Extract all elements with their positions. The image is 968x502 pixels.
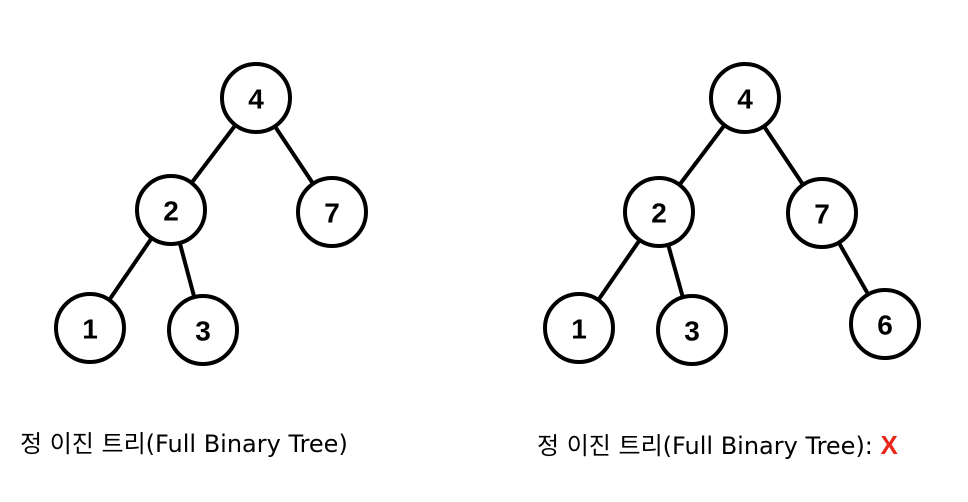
tree-edge [762, 125, 805, 186]
tree-node-label: 4 [248, 84, 264, 115]
tree-node-label: 2 [163, 196, 179, 227]
tree-node-label: 7 [324, 198, 340, 229]
tree-edge [596, 238, 642, 302]
tree-node-label: 3 [195, 316, 211, 347]
tree-node-1 [543, 292, 615, 364]
tree-node-3 [167, 294, 239, 366]
tree-node-label: 3 [684, 316, 700, 347]
tree-edge [177, 242, 197, 298]
tree-edge [107, 236, 154, 302]
tree-edge [837, 241, 870, 296]
tree-node-3 [656, 294, 728, 366]
tree-node-label: 1 [571, 314, 587, 345]
tree-node-4 [709, 62, 781, 134]
tree-node-6 [849, 288, 921, 360]
tree-node-4 [220, 62, 292, 134]
not-full-mark: X [880, 430, 898, 460]
tree-node-label: 7 [814, 199, 830, 230]
caption-left-tree: 정 이진 트리(Full Binary Tree) [20, 424, 348, 459]
tree-node-label: 2 [651, 198, 667, 229]
tree-node-1 [54, 292, 126, 364]
caption-right-text: 정 이진 트리(Full Binary Tree): [537, 432, 881, 460]
caption-right-tree: 정 이진 트리(Full Binary Tree): X [537, 426, 898, 461]
tree-edge [189, 123, 238, 185]
tree-node-7 [296, 176, 368, 248]
tree-node-label: 1 [82, 314, 98, 345]
tree-node-2 [135, 174, 207, 246]
tree-node-2 [623, 176, 695, 248]
full-binary-tree: 4 2 7 1 3 [54, 62, 368, 366]
tree-edge [273, 125, 315, 185]
tree-edge [677, 123, 727, 187]
tree-edge [666, 244, 685, 298]
tree-node-label: 4 [737, 84, 753, 115]
tree-node-label: 6 [877, 310, 893, 341]
tree-node-7 [786, 177, 858, 249]
caption-left-text: 정 이진 트리(Full Binary Tree) [20, 430, 348, 458]
non-full-binary-tree: 4 2 7 1 3 6 [543, 62, 921, 366]
